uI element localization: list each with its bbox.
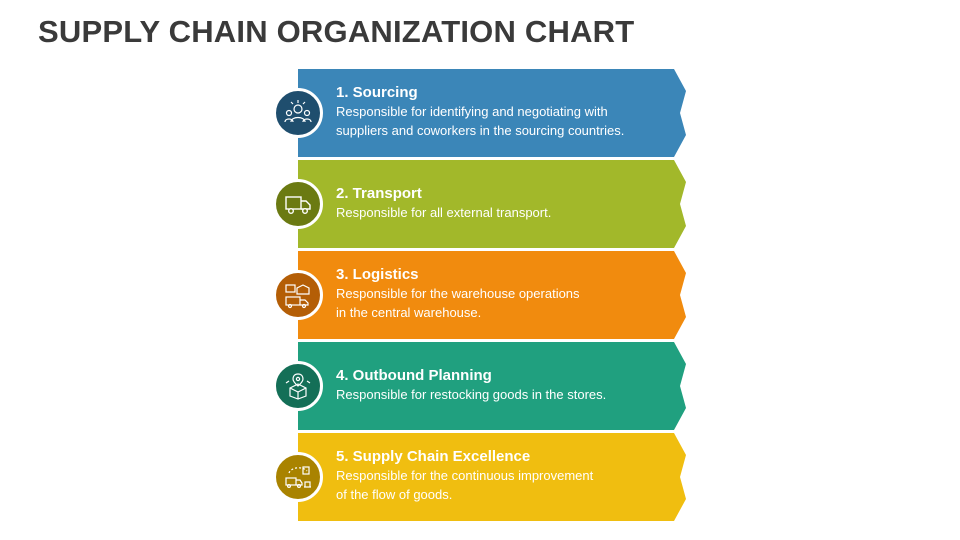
- chart-row-sourcing: 1. Sourcing Responsible for identifying …: [273, 69, 690, 157]
- chart-row-logistics: 3. Logistics Responsible for the warehou…: [273, 251, 690, 339]
- chart-row-supply-chain-excellence: 5. Supply Chain Excellence Responsible f…: [273, 433, 690, 521]
- package-location-icon: [273, 361, 323, 411]
- chart-row-transport: 2. Transport Responsible for all externa…: [273, 160, 690, 248]
- row-description: Responsible for the continuous improveme…: [336, 468, 594, 502]
- row-heading: 3. Logistics: [336, 266, 419, 283]
- supply-flow-icon: [273, 452, 323, 502]
- row-heading: 4. Outbound Planning: [336, 367, 492, 384]
- row-description: Responsible for the warehouse operations…: [336, 286, 580, 320]
- row-band: [298, 342, 690, 430]
- row-description: Responsible for all external transport.: [336, 205, 552, 220]
- sourcing-team-icon: [273, 88, 323, 138]
- row-heading: 1. Sourcing: [336, 84, 418, 101]
- row-heading: 5. Supply Chain Excellence: [336, 448, 531, 465]
- row-band: [298, 160, 690, 248]
- chart-row-outbound-planning: 4. Outbound Planning Responsible for res…: [273, 342, 690, 430]
- row-band: [298, 251, 690, 339]
- row-band: [298, 433, 690, 521]
- page-title: SUPPLY CHAIN ORGANIZATION CHART: [38, 14, 635, 49]
- row-band: [298, 69, 690, 157]
- warehouse-logistics-icon: [273, 270, 323, 320]
- delivery-truck-icon: [273, 179, 323, 229]
- row-heading: 2. Transport: [336, 185, 422, 202]
- row-description: Responsible for identifying and negotiat…: [336, 104, 625, 138]
- row-description: Responsible for restocking goods in the …: [336, 387, 607, 402]
